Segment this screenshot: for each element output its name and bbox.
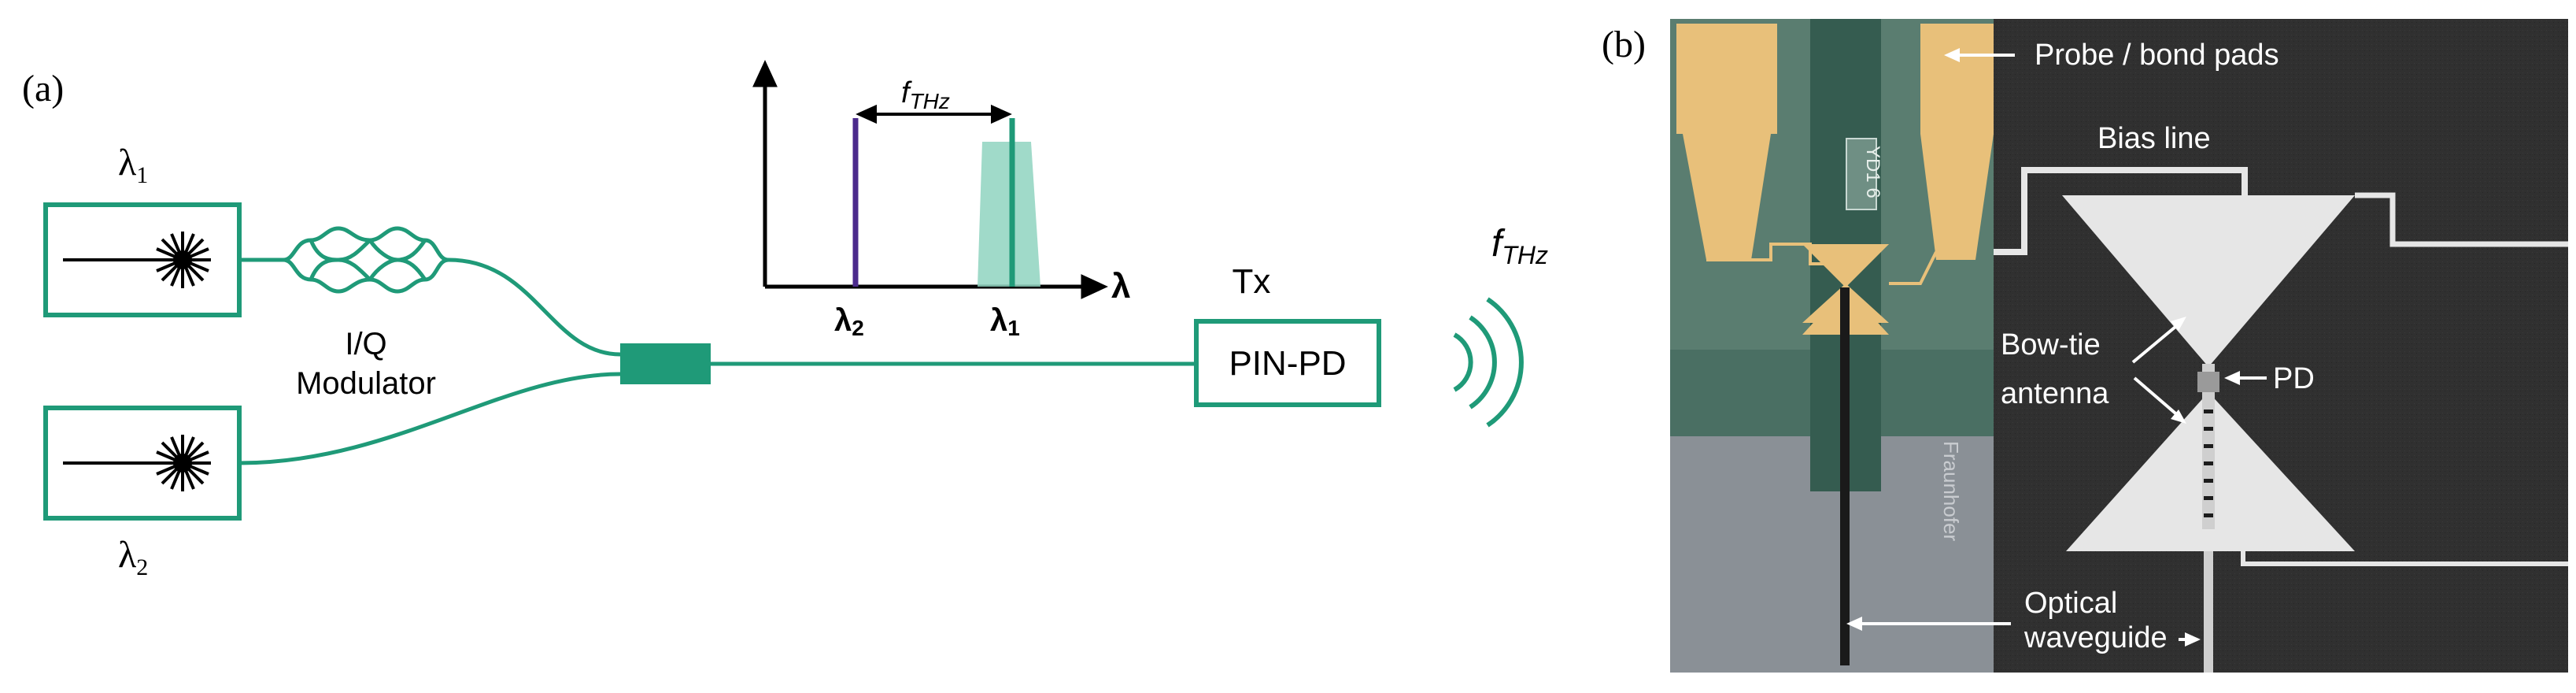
spectrum-fthz-label: fTHz xyxy=(901,76,950,113)
laser-1-label: λ1 xyxy=(118,142,148,188)
laser-2-burst-icon xyxy=(154,435,211,491)
bias-line-label: Bias line xyxy=(2097,122,2211,155)
panel-a: (a) λ1 λ2 xyxy=(22,55,1548,580)
photodiode xyxy=(2197,372,2219,392)
sem-image xyxy=(1994,19,2568,673)
lambda2-tick-label: λ2 xyxy=(834,303,864,340)
fthz-double-arrow xyxy=(856,104,1012,124)
fiber-coupler xyxy=(620,343,711,384)
tx-label: Tx xyxy=(1233,262,1271,301)
chip-id-text: YD1 6 xyxy=(1862,146,1883,198)
modulator-label-line1: I/Q xyxy=(345,327,386,361)
laser-2: λ2 xyxy=(43,406,242,580)
modulator-label-line2: Modulator xyxy=(296,366,436,401)
optical-micrograph: YD1 6 Fraunhofer xyxy=(1670,19,1999,673)
thz-wave-icon xyxy=(1453,297,1524,428)
fiber-paths xyxy=(238,258,1196,465)
gold-taper-left xyxy=(1683,134,1771,260)
annotations: Probe / bond pads Bias line Bow-tie ante… xyxy=(1846,39,2315,654)
panel-a-label: (a) xyxy=(22,68,64,109)
panel-b-label: (b) xyxy=(1602,24,1646,65)
pin-pd-box xyxy=(1194,319,1381,407)
iq-modulator-icon xyxy=(239,226,449,294)
bowtie-upper xyxy=(2062,195,2355,367)
optical-waveguide-label-line1: Optical xyxy=(2024,587,2117,620)
probe-pads-label: Probe / bond pads xyxy=(2035,39,2279,72)
spectrum-axis-label: λ xyxy=(1111,267,1130,306)
laser-1-burst-icon xyxy=(154,232,211,288)
chip-id-box xyxy=(1846,138,1877,210)
panel-b: (b) YD1 6 Fraunhofer xyxy=(1602,19,2568,673)
optical-waveguide xyxy=(2204,551,2213,673)
laser-1: λ1 xyxy=(43,142,242,317)
gold-pad-left xyxy=(1676,24,1777,134)
laser-2-label: λ2 xyxy=(118,534,148,580)
gold-pad-right xyxy=(1920,24,1999,134)
lambda1-modulated-band xyxy=(978,142,1040,287)
spectrum-inset: fTHz λ λ2 λ1 xyxy=(746,55,1130,340)
pd-label: PD xyxy=(2273,362,2315,395)
bowtie-label-line2: antenna xyxy=(2001,377,2109,410)
fraunhofer-text: Fraunhofer xyxy=(1939,441,1963,542)
fthz-label: fTHz xyxy=(1491,223,1548,269)
optical-waveguide-label-line2: waveguide xyxy=(2023,621,2168,654)
lambda1-tick-label: λ1 xyxy=(990,303,1020,340)
bowtie-label-line1: Bow-tie xyxy=(2001,328,2101,361)
pin-pd-label: PIN-PD xyxy=(1229,344,1346,383)
gold-taper-right xyxy=(1920,134,1994,260)
bias-line xyxy=(1994,167,2248,255)
